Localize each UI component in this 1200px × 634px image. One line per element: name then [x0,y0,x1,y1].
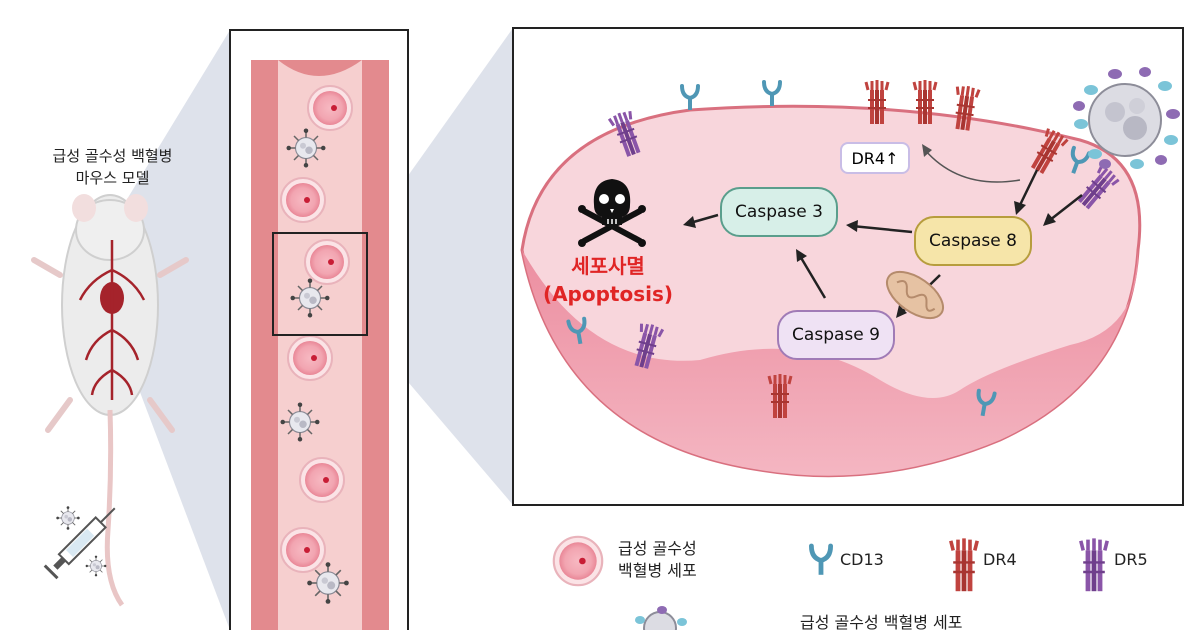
apoptosis-label-en: (Apoptosis) [542,282,674,306]
legend-nanoparticle-label: 급성 골수성 백혈병 세포 [800,613,963,632]
cell-lower-band [522,250,1139,476]
legend-dr4-label: DR4 [983,550,1017,569]
syringe-icon [43,507,116,580]
caspase9-box: Caspase 9 [777,310,895,360]
nanoparticle-cluster [1073,67,1180,169]
zoom-wedge-right [368,28,513,505]
mitochondrion-icon [886,270,944,320]
zoom-wedge-left [90,30,230,630]
legend-leukemia-line1: 급성 골수성 [618,539,697,558]
legend-leukemia-cell-label: 급성 골수성 백혈병 세포 [618,538,697,582]
zoom-box [272,232,368,336]
legend-leukemia-line2: 백혈병 세포 [618,561,697,580]
legend-dr5-label: DR5 [1114,550,1148,569]
caspase3-box: Caspase 3 [720,187,838,237]
legend-nanoparticle-icon [635,606,687,630]
legend-cd13-label: CD13 [840,550,884,569]
apoptosis-label: 세포사멸 (Apoptosis) [528,252,688,308]
mouse-illustration [31,194,189,607]
apoptosis-label-ko: 세포사멸 [571,254,645,278]
skull-crossbones-icon [578,179,646,247]
mouse-title-line1: 급성 골수성 백혈병 [52,147,173,165]
dr4-up-box: DR4↑ [840,142,910,174]
mouse-title-line2: 마우스 모델 [75,169,150,187]
caspase8-box: Caspase 8 [914,216,1032,266]
mouse-model-title: 급성 골수성 백혈병 마우스 모델 [20,145,205,189]
